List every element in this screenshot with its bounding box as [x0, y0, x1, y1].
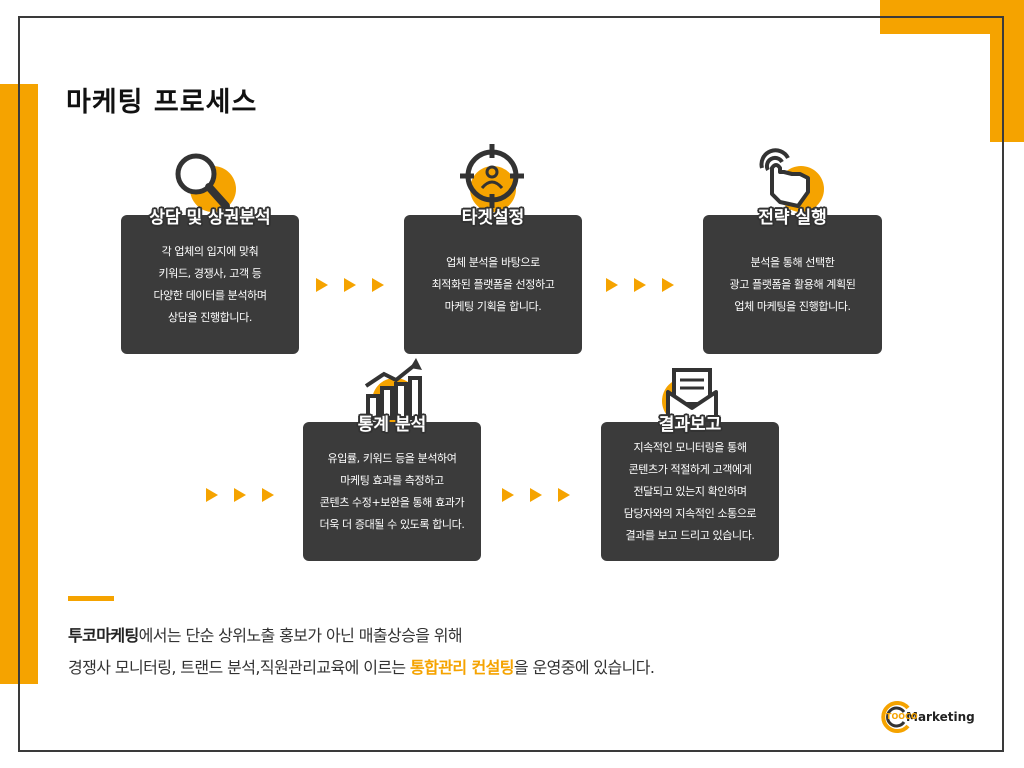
step-description: 업체 분석을 바탕으로 최적화된 플랫폼을 선정하고 마케팅 기획을 합니다. — [431, 255, 555, 313]
summary-accent-bar — [68, 596, 114, 601]
page-title: 마케팅 프로세스 — [66, 87, 258, 118]
flow-arrows-3 — [206, 488, 274, 502]
step-label-report: 결과보고 — [658, 415, 722, 435]
bar-chart-icon — [358, 356, 442, 436]
slide-frame — [18, 16, 1004, 752]
logo-text: Marketing — [906, 710, 975, 724]
flow-arrows-2 — [606, 278, 674, 292]
step-card-execution: 분석을 통해 선택한 광고 플랫폼을 활용해 계획된 업체 마케팅을 진행합니다… — [703, 215, 882, 354]
step-description: 유입률, 키워드 등을 분석하여 마케팅 효과를 측정하고 콘텐츠 수정+보완을… — [319, 451, 465, 531]
flow-arrows-4 — [502, 488, 570, 502]
target-icon — [452, 142, 536, 222]
company-logo: TOOCO Marketing — [880, 700, 975, 734]
step-card-targeting: 업체 분석을 바탕으로 최적화된 플랫폼을 선정하고 마케팅 기획을 합니다. — [404, 215, 582, 354]
flow-arrows-1 — [316, 278, 384, 292]
magnifier-icon — [166, 146, 250, 226]
logo-ring-icon: TOOCO — [880, 700, 918, 734]
summary-text: 을 운영중에 있습니다. — [513, 658, 655, 677]
step-label-consulting: 상담 및 상권분석 — [149, 208, 271, 228]
step-description: 지속적인 모니터링을 통해 콘텐츠가 적절하게 고객에게 전달되고 있는지 확인… — [623, 440, 757, 542]
summary-text: 에서는 단순 상위노출 홍보가 아닌 매출상승을 위해 — [138, 626, 463, 645]
logo-sub: TOOCO — [886, 712, 918, 721]
summary-line-1: 투코마케팅에서는 단순 상위노출 홍보가 아닌 매출상승을 위해 — [68, 622, 463, 646]
step-label-analytics: 통계 분석 — [357, 415, 427, 435]
summary-line-2: 경쟁사 모니터링, 트랜드 분석,직원관리교육에 이르는 통합관리 컨설팅을 운… — [68, 654, 655, 678]
step-description: 분석을 통해 선택한 광고 플랫폼을 활용해 계획된 업체 마케팅을 진행합니다… — [729, 255, 856, 313]
step-card-analytics: 유입률, 키워드 등을 분석하여 마케팅 효과를 측정하고 콘텐츠 수정+보완을… — [303, 422, 481, 561]
top-right-accent-vertical — [990, 0, 1024, 142]
brand-name: 투코마케팅 — [68, 626, 139, 645]
step-card-report: 지속적인 모니터링을 통해 콘텐츠가 적절하게 고객에게 전달되고 있는지 확인… — [601, 422, 779, 561]
step-description: 각 업체의 입지에 맞춰 키워드, 경쟁사, 고객 등 다양한 데이터를 분석하… — [153, 244, 267, 324]
envelope-report-icon — [650, 358, 734, 438]
summary-text: 경쟁사 모니터링, 트랜드 분석,직원관리교육에 이르는 — [68, 658, 411, 677]
step-card-consulting: 각 업체의 입지에 맞춰 키워드, 경쟁사, 고객 등 다양한 데이터를 분석하… — [121, 215, 299, 354]
step-label-execution: 전략 실행 — [758, 208, 827, 228]
touch-hand-icon — [748, 144, 832, 224]
step-label-targeting: 타겟설정 — [461, 208, 525, 228]
summary-highlight: 통합관리 컨설팅 — [410, 658, 514, 677]
